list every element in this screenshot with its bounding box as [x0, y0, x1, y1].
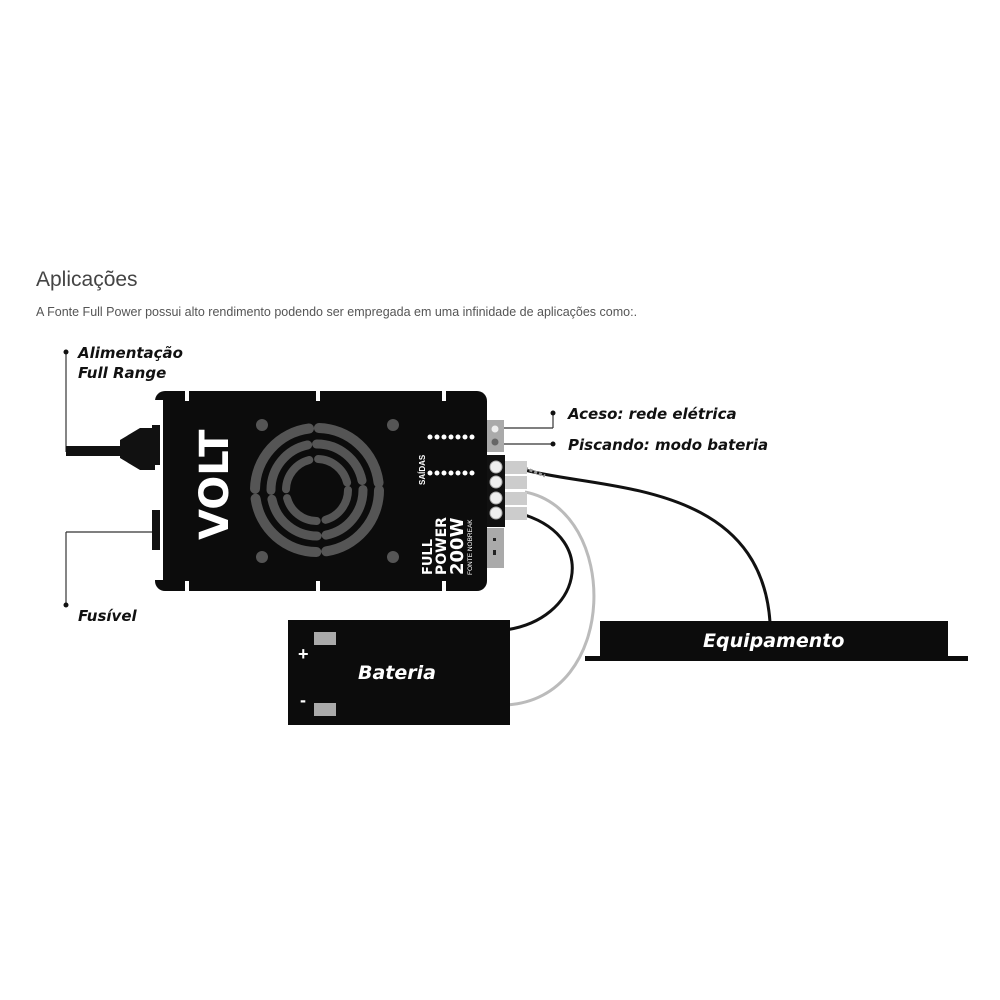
svg-text:FONTE NOBREAK: FONTE NOBREAK	[467, 519, 474, 575]
svg-text:POWER: POWER	[434, 517, 450, 575]
battery-label: Bateria	[358, 662, 436, 684]
power-cable	[66, 428, 160, 470]
svg-text:SAÍDAS: SAÍDAS	[418, 454, 427, 485]
led-blink-label: Piscando: modo bateria	[568, 436, 768, 454]
callout-lines	[65, 352, 554, 605]
power-input-label-2: Full Range	[78, 364, 166, 382]
power-supply-device: VOLT SAÍDAS FULL POWER 200W FONTE NOBREA…	[152, 391, 527, 591]
battery-minus: -	[300, 690, 306, 710]
fan-grille	[250, 423, 384, 557]
equipment-label: Equipamento	[703, 630, 844, 652]
brand-logo: VOLT	[192, 429, 238, 540]
fuse-label: Fusível	[78, 607, 138, 625]
section-title: Aplicações	[36, 268, 138, 291]
svg-text:FULL: FULL	[421, 539, 436, 575]
equipment: Equipamento	[585, 621, 968, 661]
svg-text:200W: 200W	[447, 517, 468, 575]
battery: + - Bateria	[288, 620, 510, 725]
led-on-label: Aceso: rede elétrica	[567, 405, 737, 423]
battery-plus: +	[298, 644, 309, 664]
power-input-label: Alimentação	[77, 344, 183, 362]
section-description: A Fonte Full Power possui alto rendiment…	[36, 305, 638, 319]
